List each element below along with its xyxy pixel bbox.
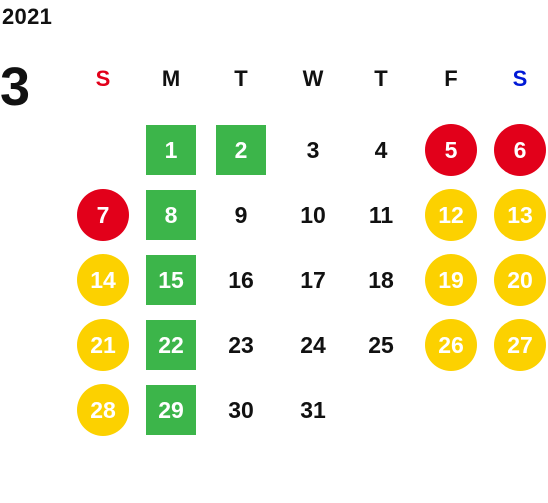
- weekday-header-fri: F: [444, 66, 458, 91]
- day-cell-21: 21: [77, 319, 129, 371]
- day-cell-20: 20: [494, 254, 546, 306]
- weekday-header-tue: T: [234, 66, 248, 91]
- weekday-header-sat: S: [512, 66, 528, 91]
- day-cell-11: 11: [368, 201, 394, 228]
- day-cell-12: 12: [425, 189, 477, 241]
- day-cell-26: 26: [425, 319, 477, 371]
- day-cell-9: 9: [234, 201, 248, 228]
- day-cell-4: 4: [374, 136, 388, 163]
- day-cell-24: 24: [300, 331, 326, 358]
- day-cell-7: 7: [77, 189, 129, 241]
- day-cell-6: 6: [494, 124, 546, 176]
- day-cell-10: 10: [300, 201, 326, 228]
- day-cell-2: 2: [216, 125, 266, 175]
- weekday-header-thu: T: [374, 66, 388, 91]
- month-label: 3: [0, 57, 31, 117]
- day-cell-19: 19: [425, 254, 477, 306]
- day-cell-23: 23: [228, 331, 254, 358]
- day-cell-18: 18: [368, 266, 394, 293]
- weekday-header-wed: W: [302, 66, 324, 91]
- day-cell-5: 5: [425, 124, 477, 176]
- day-cell-13: 13: [494, 189, 546, 241]
- day-cell-15: 15: [146, 255, 196, 305]
- weekday-header-mon: M: [161, 66, 181, 91]
- day-cell-3: 3: [306, 136, 320, 163]
- day-cell-17: 17: [300, 266, 326, 293]
- day-cell-29: 29: [146, 385, 196, 435]
- day-cell-30: 30: [228, 396, 254, 423]
- day-cell-8: 8: [146, 190, 196, 240]
- day-cell-27: 27: [494, 319, 546, 371]
- day-cell-31: 31: [300, 396, 326, 423]
- day-cell-14: 14: [77, 254, 129, 306]
- year-label: 2021: [2, 4, 53, 29]
- day-cell-1: 1: [146, 125, 196, 175]
- day-cell-16: 16: [228, 266, 254, 293]
- day-cell-22: 22: [146, 320, 196, 370]
- day-cell-28: 28: [77, 384, 129, 436]
- day-cell-25: 25: [368, 331, 394, 358]
- weekday-header-sun: S: [95, 66, 111, 91]
